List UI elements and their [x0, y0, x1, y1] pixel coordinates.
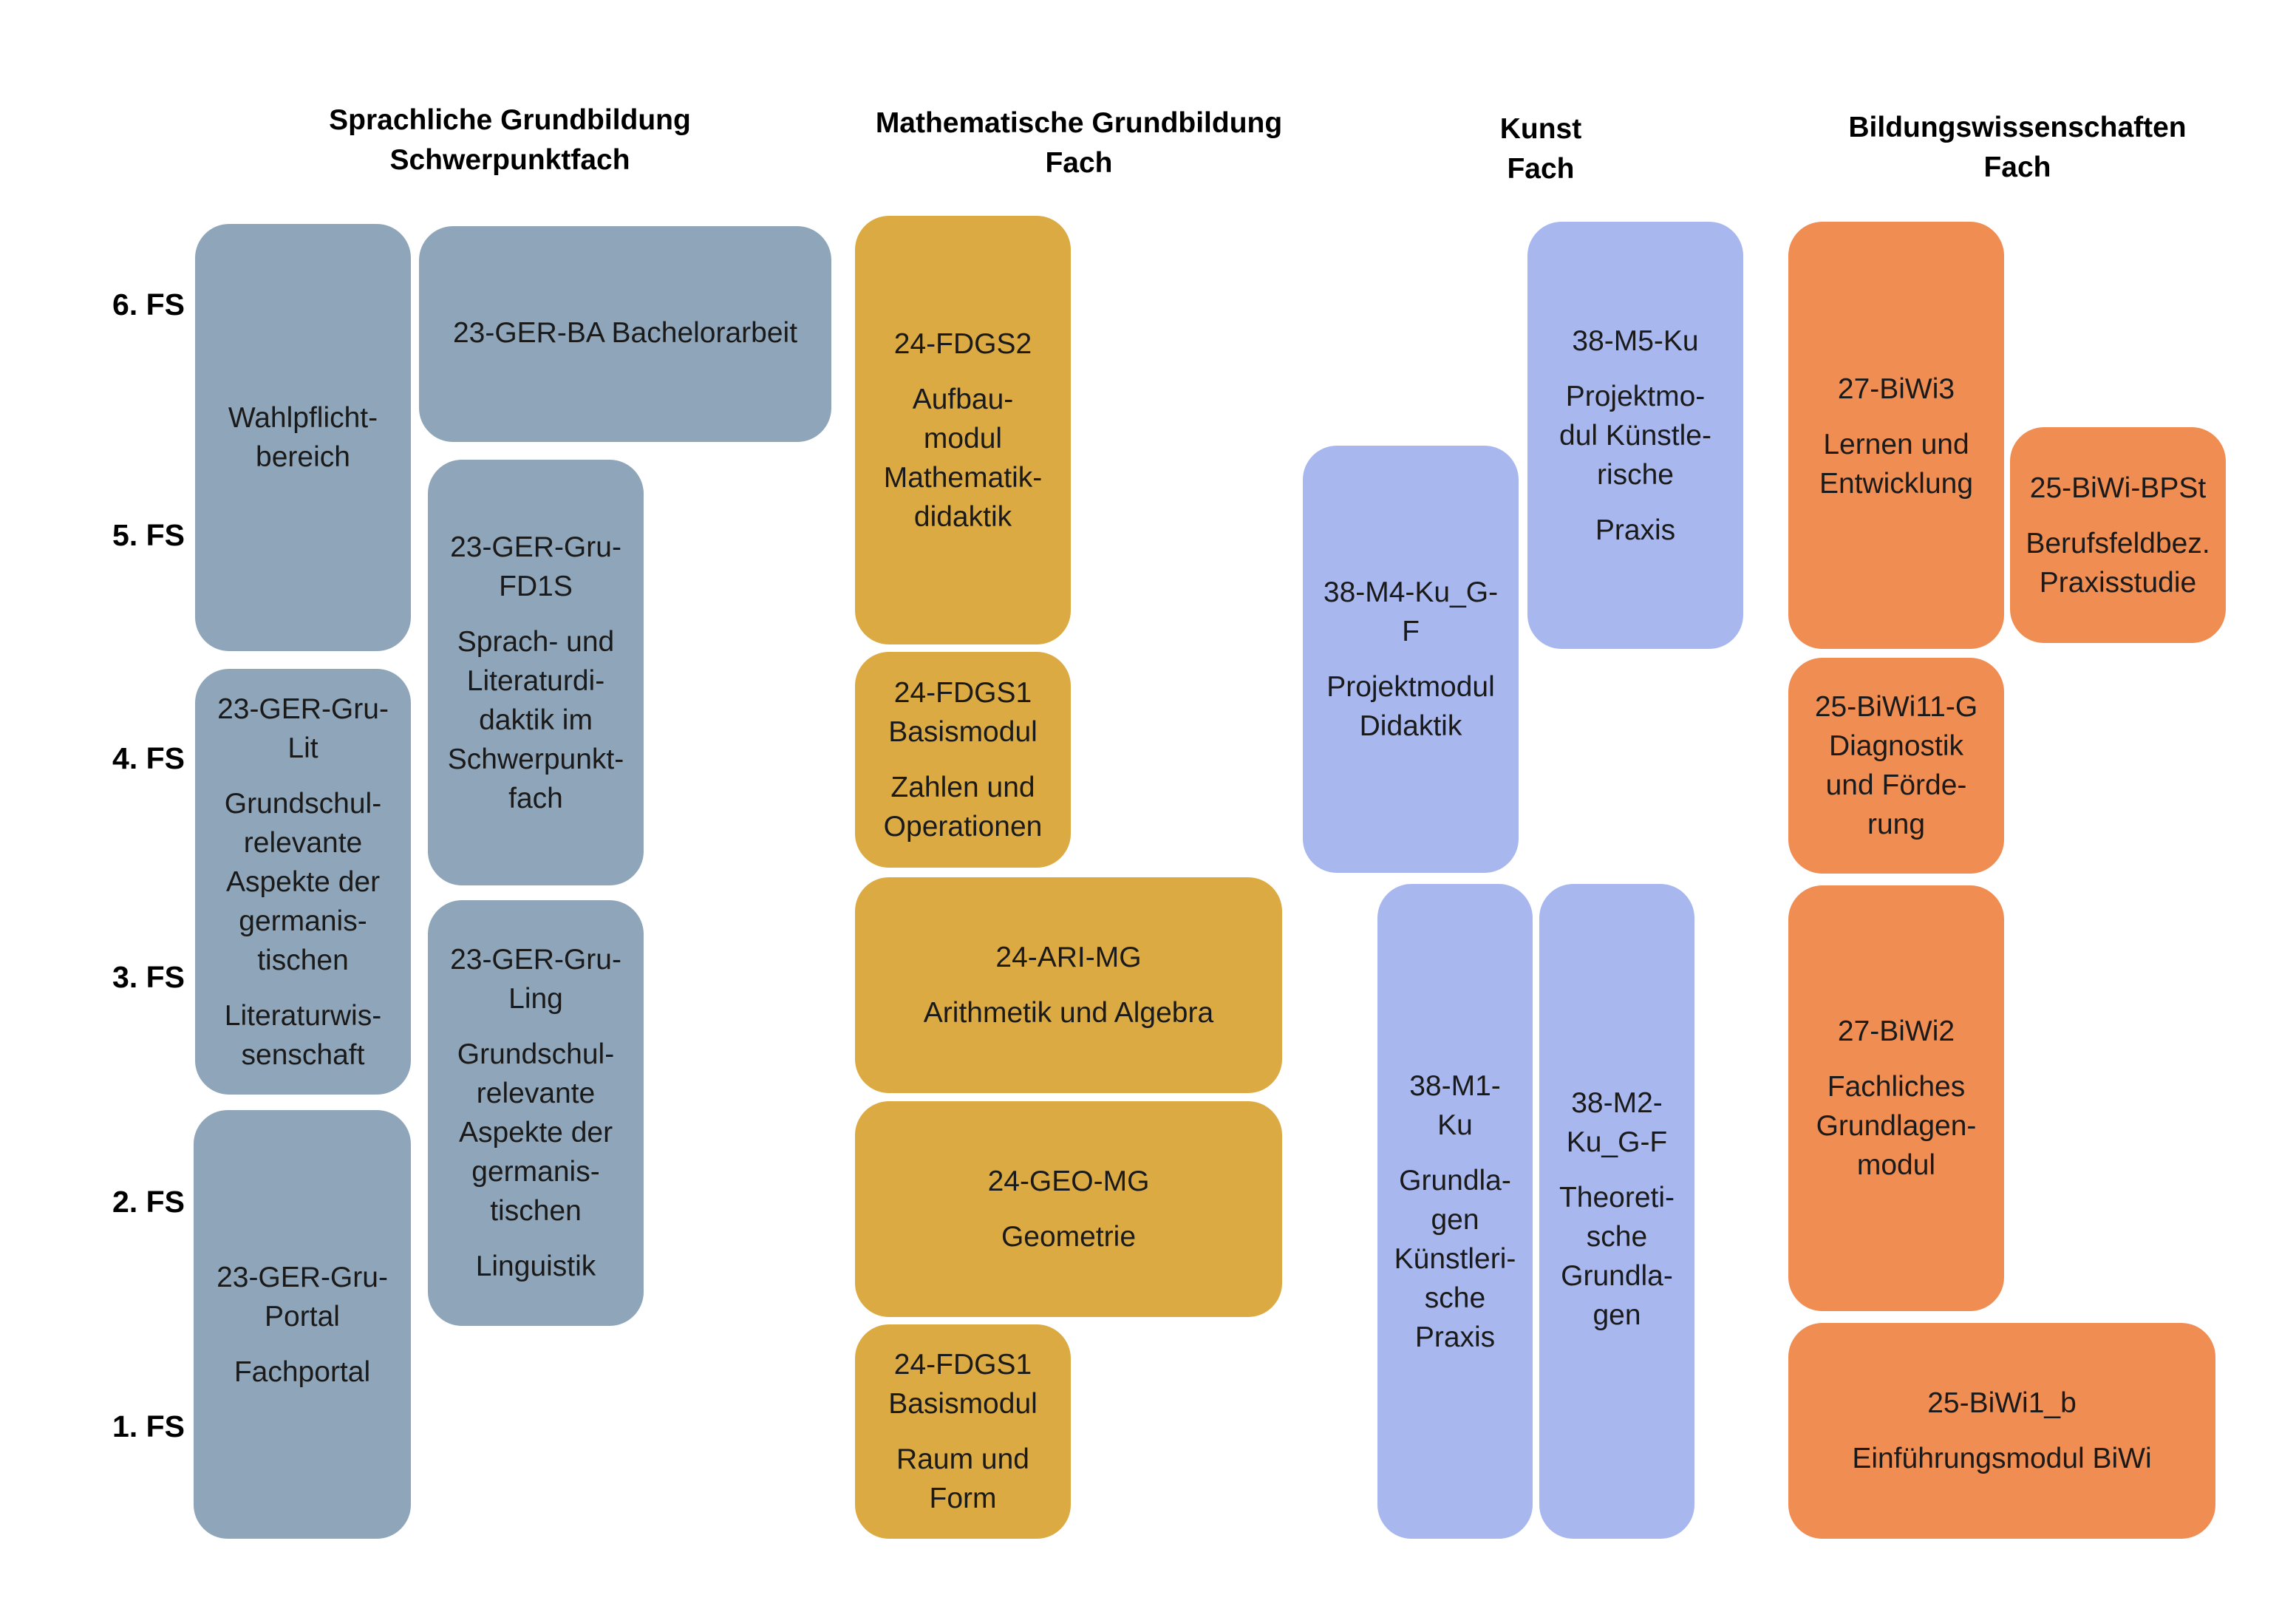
module-24-fdgs1-zahlen: 24-FDGS1 Basismodul Zahlen und Operation…	[855, 652, 1071, 868]
module-title: Projektmodul Didaktik	[1326, 671, 1495, 742]
column-title: Mathematische Grundbildung	[875, 107, 1283, 139]
column-subtitle: Fach	[1507, 153, 1575, 185]
column-subtitle: Fach	[1045, 147, 1113, 179]
module-23-ger-gru-portal: 23-GER-Gru- Portal Fachportal	[194, 1110, 411, 1539]
module-title: Geometrie	[1001, 1221, 1137, 1253]
semester-label-5: 5. FS	[112, 518, 185, 552]
module-title: Einführungsmodul BiWi	[1852, 1443, 2152, 1474]
column-title: Sprachliche Grundbildung	[329, 104, 691, 136]
module-title-continued: Praxis	[1595, 514, 1676, 546]
column-header-sprachliche-grundbildung: Sprachliche Grundbildung Schwerpunktfach	[281, 101, 739, 180]
column-subtitle: Schwerpunktfach	[389, 144, 630, 176]
module-25-biwi1-b: 25-BiWi1_b Einführungsmodul BiWi	[1788, 1323, 2215, 1539]
module-id: 24-FDGS1 Basismodul	[888, 677, 1038, 748]
module-title: Theoreti- sche Grundla- gen	[1559, 1182, 1675, 1331]
column-title: Kunst	[1499, 113, 1582, 145]
semester-label-2: 2. FS	[112, 1185, 185, 1219]
column-subtitle: Fach	[1983, 152, 2051, 183]
module-title: Lernen und Entwicklung	[1819, 429, 1974, 500]
module-title: Berufsfeldbez. Praxisstudie	[2026, 527, 2210, 599]
module-id: 25-BiWi11-G	[1814, 691, 1978, 723]
column-header-bildungswissenschaften: Bildungswissenschaften Fach	[1796, 108, 2239, 188]
module-23-ger-gru-ling: 23-GER-Gru- Ling Grundschul- relevante A…	[428, 900, 644, 1326]
module-38-m2-ku-g-f: 38-M2- Ku_G-F Theoreti- sche Grundla- ge…	[1539, 884, 1694, 1539]
module-title: Fachliches Grundlagen- modul	[1816, 1071, 1977, 1181]
module-title: Fachportal	[234, 1355, 371, 1388]
column-header-kunst: Kunst Fach	[1430, 109, 1652, 189]
module-id: 23-GER-Gru- Portal	[217, 1261, 388, 1333]
module-id: 25-BiWi1_b	[1927, 1387, 2077, 1419]
module-title: Wahlpflicht- bereich	[228, 402, 378, 473]
module-title: Grundla- gen Künstleri- sche Praxis	[1394, 1164, 1516, 1353]
module-38-m5-ku: 38-M5-Ku Projektmo- dul Künstle- rische …	[1527, 222, 1743, 649]
module-id: 23-GER-Gru- FD1S	[450, 531, 621, 602]
module-title-continued: Literaturwis- senschaft	[224, 999, 382, 1071]
module-24-fdgs2: 24-FDGS2 Aufbau- modul Mathematik- didak…	[855, 216, 1071, 644]
module-id: 27-BiWi2	[1837, 1015, 1955, 1047]
semester-label-3: 3. FS	[112, 960, 185, 994]
module-id: 25-BiWi-BPSt	[2029, 472, 2207, 504]
column-title: Bildungswissenschaften	[1848, 112, 2187, 143]
module-id: 24-FDGS2	[893, 327, 1032, 360]
semester-label-4: 4. FS	[112, 741, 185, 775]
module-id: 38-M2- Ku_G-F	[1566, 1087, 1668, 1158]
module-title: Diagnostik und Förde- rung	[1825, 730, 1967, 840]
column-header-mathematische-grundbildung: Mathematische Grundbildung Fach	[846, 103, 1312, 183]
module-38-m4-ku-g-f: 38-M4-Ku_G- F Projektmodul Didaktik	[1303, 446, 1519, 873]
module-id: 24-ARI-MG	[995, 942, 1142, 973]
module-id: 24-GEO-MG	[987, 1166, 1150, 1197]
module-24-fdgs1-raum: 24-FDGS1 Basismodul Raum und Form	[855, 1324, 1071, 1539]
module-title: Grundschul- relevante Aspekte der german…	[224, 787, 382, 976]
module-23-ger-gru-lit: 23-GER-Gru- Lit Grundschul- relevante As…	[195, 669, 411, 1095]
module-title: Raum und Form	[896, 1443, 1029, 1514]
module-id: 23-GER-Gru- Lit	[217, 693, 389, 764]
module-id: 23-GER-BA Bachelorarbeit	[452, 317, 798, 349]
module-27-biwi2: 27-BiWi2 Fachliches Grundlagen- modul	[1788, 885, 2004, 1311]
semester-label-6: 6. FS	[112, 287, 185, 321]
semester-label-1: 1. FS	[112, 1409, 185, 1443]
module-title: Zahlen und Operationen	[883, 772, 1043, 843]
module-38-m1-ku: 38-M1- Ku Grundla- gen Künstleri- sche P…	[1377, 884, 1533, 1539]
module-23-ger-gru-fd1s: 23-GER-Gru- FD1S Sprach- und Literaturdi…	[428, 460, 644, 885]
module-id: 24-FDGS1 Basismodul	[888, 1349, 1038, 1420]
module-title: Projektmo- dul Künstle- rische	[1559, 380, 1711, 491]
module-24-ari-mg: 24-ARI-MG Arithmetik und Algebra	[855, 877, 1282, 1093]
module-25-biwi-bpst: 25-BiWi-BPSt Berufsfeldbez. Praxisstudie	[2010, 427, 2226, 643]
module-wahlpflichtbereich: Wahlpflicht- bereich	[195, 224, 411, 651]
module-24-geo-mg: 24-GEO-MG Geometrie	[855, 1101, 1282, 1317]
module-id: 38-M5-Ku	[1572, 324, 1699, 357]
module-id: 27-BiWi3	[1837, 373, 1955, 405]
module-id: 38-M1- Ku	[1409, 1069, 1501, 1141]
module-27-biwi3: 27-BiWi3 Lernen und Entwicklung	[1788, 222, 2004, 649]
module-25-biwi11-g: 25-BiWi11-G Diagnostik und Förde- rung	[1788, 658, 2004, 874]
module-title: Aufbau- modul Mathematik- didaktik	[883, 383, 1043, 533]
module-title: Arithmetik und Algebra	[923, 997, 1214, 1029]
module-title: Grundschul- relevante Aspekte der german…	[457, 1038, 615, 1227]
module-id: 23-GER-Gru- Ling	[450, 944, 621, 1015]
module-23-ger-ba: 23-GER-BA Bachelorarbeit	[419, 226, 831, 442]
module-id: 38-M4-Ku_G- F	[1323, 576, 1499, 647]
module-title: Sprach- und Literaturdi- daktik im Schwe…	[447, 625, 624, 814]
module-title-continued: Linguistik	[475, 1251, 596, 1282]
